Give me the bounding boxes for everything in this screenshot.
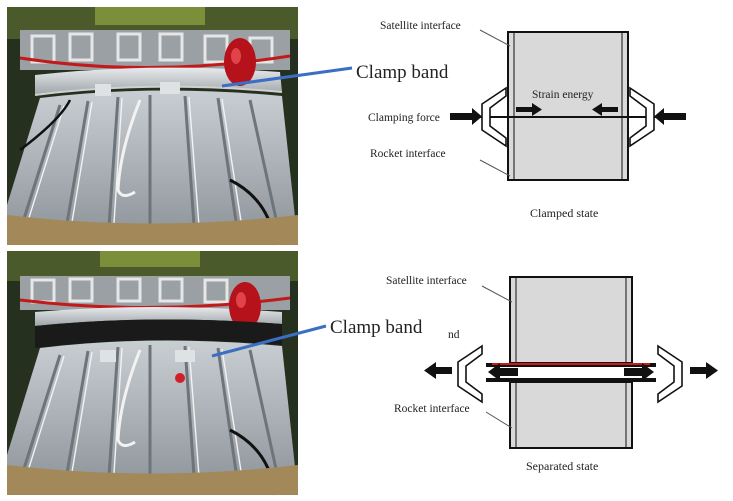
strain-arrow-left [516, 103, 542, 116]
clamping-arrow-right [654, 108, 686, 125]
label-fragment-nd: nd [448, 329, 460, 341]
label-clamping-force: Clamping force [368, 112, 440, 124]
callout-line-bottom [211, 324, 327, 358]
release-arrow-left [424, 362, 452, 379]
diagram-separated [424, 276, 718, 449]
separated-upper-cylinder [509, 276, 633, 364]
callout-label-bottom: Clamp band [330, 317, 423, 338]
clamp-profile-left [481, 86, 507, 148]
label-satellite-interface-bottom: Satellite interface [386, 275, 467, 287]
separated-clamp-right [657, 344, 683, 404]
callout-line-top [221, 66, 353, 88]
photo-separated [7, 251, 298, 496]
caption-clamped: Clamped state [530, 206, 598, 220]
release-arrow-right [690, 362, 718, 379]
flange-arrow-right [624, 363, 654, 381]
separated-clamp-left [457, 344, 483, 404]
label-strain-energy: Strain energy [532, 89, 594, 101]
label-rocket-interface-top: Rocket interface [370, 148, 446, 160]
clamping-arrow-left [450, 108, 482, 125]
flange-arrow-left [488, 363, 518, 381]
caption-separated: Separated state [526, 459, 598, 473]
label-satellite-interface-top: Satellite interface [380, 20, 461, 32]
label-rocket-interface-bottom: Rocket interface [394, 403, 470, 415]
clamped-cylinder [507, 31, 629, 181]
clamp-profile-right [629, 86, 655, 148]
callout-label-top: Clamp band [356, 62, 449, 83]
separated-lower-cylinder [509, 381, 633, 449]
photo-clamped [7, 7, 298, 246]
diagram-clamped [450, 29, 686, 181]
strain-arrow-right [592, 103, 618, 116]
